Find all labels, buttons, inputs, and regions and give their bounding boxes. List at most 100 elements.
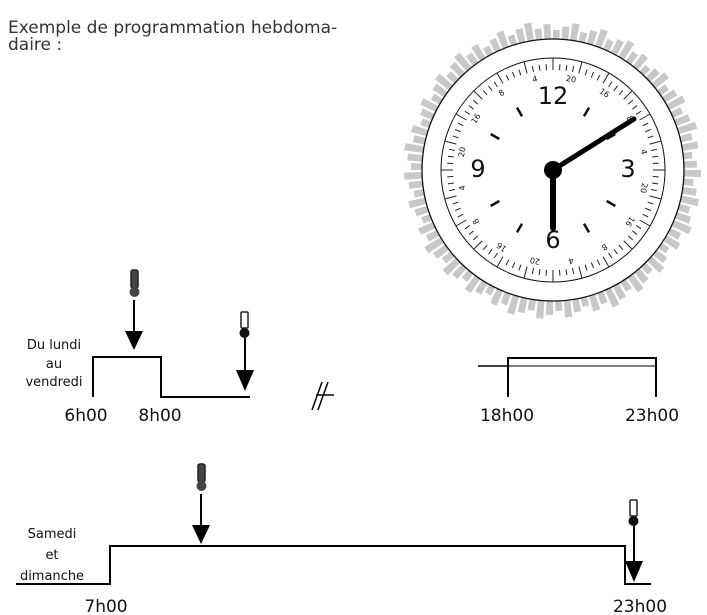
dial-segment [407, 153, 423, 162]
dial-ring-tick [496, 256, 504, 268]
dial-segment [570, 23, 580, 42]
dial-ring-tick [652, 182, 659, 185]
dial-hour-tick [515, 223, 524, 233]
dial-ring-tick [578, 61, 583, 74]
dial-ring-tick [538, 269, 541, 276]
dial-segment [671, 220, 692, 235]
dial-segment [597, 291, 608, 305]
dial-segment [489, 37, 501, 53]
dial-segment [625, 51, 639, 65]
dial-segment [682, 151, 693, 160]
dial-ring-tick [523, 266, 528, 279]
dial-segment [561, 26, 570, 40]
dial-ring-tick [639, 219, 651, 227]
dial-ring-tick [618, 244, 624, 251]
dial-ring-tick [444, 195, 457, 200]
dial-ring-tick [608, 81, 613, 88]
dial-ring-tick [572, 65, 575, 73]
comfort-thermometer-icon-2 [196, 463, 207, 491]
weekday-timeline: Du lundi au vendredi 6h00 8h00 18h00 23h… [25, 269, 679, 426]
dial-segment [464, 275, 481, 294]
dial-segment [500, 291, 511, 306]
weekend-label-line-2: et [45, 548, 58, 563]
arrow-head-3 [192, 525, 210, 544]
dial-ring-tick [613, 85, 618, 91]
dial-ring-tick [472, 235, 479, 241]
dial-segment [408, 180, 424, 189]
dial-segment [563, 299, 573, 318]
dial-ring-tick [468, 230, 474, 235]
dial-ring-tick [488, 85, 493, 91]
dial-ring-tick [531, 65, 534, 73]
dial-segment [674, 212, 692, 224]
dial-segment [681, 187, 697, 196]
dial-segment [588, 294, 601, 312]
dial-segment [420, 118, 432, 128]
dial-minute-hand [550, 116, 637, 173]
dial-segment [632, 53, 649, 71]
dial-segment [580, 296, 590, 307]
dial-segment [411, 163, 423, 170]
dial-segment [661, 89, 678, 103]
weekday-evening-lead [478, 365, 509, 397]
dial-ring-tick [584, 264, 588, 271]
dial-segment [572, 298, 582, 313]
dial-segment [465, 52, 479, 67]
economy-thermometer-icon-2 [628, 499, 639, 526]
dial-ring-tick [608, 252, 613, 259]
dial-ring-tick [482, 89, 488, 96]
dial-ring-tick [645, 128, 652, 133]
weekend-pulse [16, 545, 651, 585]
dial-segment [421, 214, 432, 224]
dial-ring-tick [650, 189, 658, 192]
weekend-time-end: 23h00 [613, 597, 667, 615]
dial-ring-tick [457, 122, 464, 127]
dial-ring-tick [613, 249, 618, 255]
dial-ring-number: 20 [638, 182, 649, 194]
dial-segment [545, 300, 553, 315]
dial-hour-tick [490, 132, 500, 141]
dial-segment [414, 205, 429, 217]
dial-ring-tick [538, 64, 541, 71]
dial-segment [670, 107, 684, 118]
dial-ring-number: 20 [529, 255, 541, 266]
dial-segment [412, 135, 426, 145]
dial-ring-number: 4 [457, 185, 467, 192]
dial-segment [595, 28, 608, 49]
dial-segment [449, 61, 466, 78]
weekend-label-line-1: Samedi [28, 527, 77, 542]
dial-ring-tick [482, 244, 488, 251]
dial-segment [618, 40, 635, 60]
dial-ring-tick [452, 135, 459, 139]
dial-ring-tick [647, 135, 654, 139]
dial-segment [586, 29, 598, 46]
dial-ring-tick [627, 99, 634, 105]
weekday-time-start: 6h00 [64, 406, 107, 426]
weekday-label-line-1: Du lundi [27, 338, 81, 353]
dial-ring-tick [649, 140, 662, 145]
dial-segment [639, 64, 651, 76]
dial-ring-tick [618, 89, 624, 96]
weekday-label-line-3: vendredi [25, 375, 82, 390]
dial-segment [663, 235, 681, 250]
dial-ring-number: 8 [600, 242, 609, 252]
dial-ring-tick [642, 213, 649, 218]
dial-ring-tick [652, 155, 659, 158]
arrow-head-2 [236, 370, 254, 391]
dial-segment [507, 34, 518, 46]
dial-segment [404, 172, 423, 180]
dial-segment [534, 28, 543, 41]
dial-ring-tick [464, 225, 471, 230]
weekend-label-line-3: dimanche [20, 569, 84, 584]
dial-segment [666, 95, 686, 111]
dial-segment [667, 227, 682, 240]
dial-ring-tick [447, 155, 454, 158]
dial-ring-tick [493, 81, 498, 88]
economy-thermometer-icon-1 [239, 311, 250, 338]
dial-ring-number: 4 [568, 256, 575, 266]
dial-center-cap [544, 161, 562, 179]
dial-ring-tick [647, 201, 654, 205]
dial-segment [651, 72, 669, 89]
dial-ring-number: 20 [565, 74, 577, 85]
